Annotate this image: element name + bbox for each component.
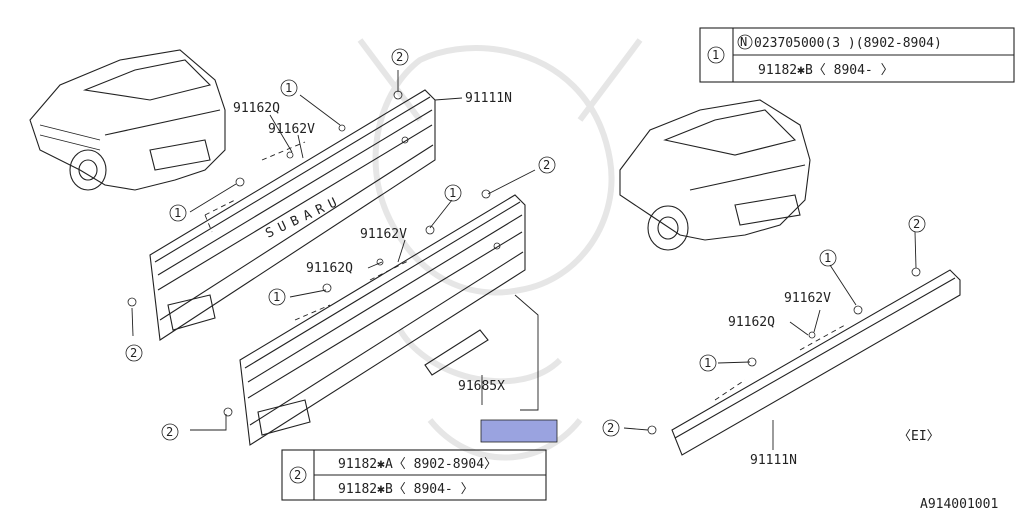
- circle-ref: 2: [607, 421, 614, 435]
- part-callouts: 91111N 91162Q 91162V 91162V 91162Q 91685…: [233, 91, 831, 468]
- table-marker: N: [740, 35, 747, 49]
- circle-ref: 2: [130, 346, 137, 360]
- figure-id: A914001001: [920, 497, 998, 512]
- circle-ref: 1: [285, 81, 292, 95]
- variant-tag: 〈EI〉: [898, 429, 940, 444]
- car-rear-illustration-left: [29, 49, 226, 191]
- part-number-label: 91162Q: [728, 315, 775, 330]
- part-number-label: 91162Q: [233, 101, 280, 116]
- part-number-label: 91162Q: [306, 261, 353, 276]
- circle-ref: 2: [913, 217, 920, 231]
- table-row-2: 91182✱B〈 8904- 〉: [758, 63, 894, 78]
- circle-ref: 2: [543, 158, 550, 172]
- leader-lines: [131, 70, 917, 450]
- rear-garnish-panel-lower: [223, 189, 526, 446]
- part-number-label: 91162V: [360, 227, 407, 242]
- parts-table-1: 1 N 023705000(3 )(8902-8904) 91182✱B〈 89…: [699, 27, 1015, 83]
- circle-ref: 2: [396, 50, 403, 64]
- circle-ref: 1: [174, 206, 181, 220]
- table-row-1: 023705000(3 )(8902-8904): [754, 36, 942, 51]
- car-rear-illustration-right: [619, 99, 811, 251]
- emblem-text: SUBARU: [263, 193, 345, 242]
- part-number-label: 91162V: [268, 122, 315, 137]
- circle-ref: 1: [273, 290, 280, 304]
- part-number-label: 91111N: [465, 91, 512, 106]
- table-row-1: 91182✱A〈 8902-8904〉: [338, 457, 497, 472]
- watermark: [357, 38, 643, 461]
- table-ref-circle: 2: [294, 468, 301, 482]
- circle-ref: 2: [166, 425, 173, 439]
- circle-ref: 1: [824, 251, 831, 265]
- circle-ref: 1: [449, 186, 456, 200]
- part-number-label: 91111N: [750, 453, 797, 468]
- table-ref-circle: 1: [712, 48, 719, 62]
- table-row-2: 91182✱B〈 8904- 〉: [338, 482, 474, 497]
- rear-garnish-strip-ei: [647, 267, 961, 456]
- part-number-label: 91162V: [784, 291, 831, 306]
- parts-table-2: 2 91182✱A〈 8902-8904〉 91182✱B〈 8904- 〉: [281, 449, 547, 501]
- circled-references: 2 1 1 2 1 2 1 2 1 2 1 2: [125, 48, 926, 441]
- circle-ref: 1: [704, 356, 711, 370]
- highlight-box: [480, 419, 558, 443]
- part-number-label: 91685X: [458, 379, 505, 394]
